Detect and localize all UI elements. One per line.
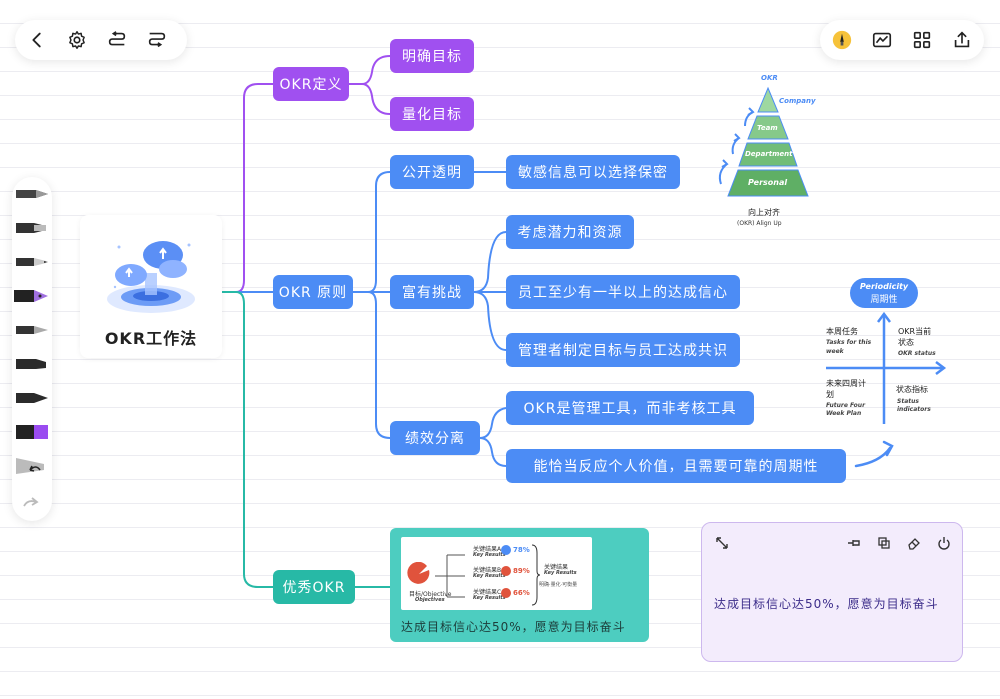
node-quantify-goal[interactable]: 量化目标 xyxy=(390,97,474,131)
quadrant-axes xyxy=(826,311,947,424)
node-open-transparent[interactable]: 公开透明 xyxy=(390,155,474,189)
kr-a-label: 关键结果A xyxy=(473,546,502,553)
kr-b-sub: Key Results xyxy=(473,573,506,579)
q4-en: Status indicators xyxy=(897,398,931,413)
periodicity-title-en: Periodicity xyxy=(859,282,909,291)
fountain-pen-tool-icon[interactable] xyxy=(12,281,52,311)
node-okr-principles[interactable]: OKR 原则 xyxy=(273,275,353,309)
kr-a-pie-icon xyxy=(501,545,511,555)
objective-label: 目标/Objective xyxy=(409,591,452,598)
top-left-toolbar xyxy=(15,20,187,60)
power-icon[interactable] xyxy=(934,533,954,553)
pyramid-title: OKR xyxy=(761,74,778,82)
grid-icon[interactable] xyxy=(902,20,942,60)
kr-c-value: 66% xyxy=(513,589,530,597)
pyramid-level-team: Team xyxy=(757,124,778,132)
kr-b-label: 关键结果B xyxy=(473,567,502,574)
undo-list-icon[interactable] xyxy=(97,20,137,60)
redo-icon[interactable] xyxy=(12,487,52,517)
cloud-illustration-icon xyxy=(107,241,195,313)
summary-label: 关键结果 xyxy=(544,564,569,571)
pyramid-shape xyxy=(718,86,809,197)
q1-en: Tasks for this week xyxy=(826,339,872,355)
excellent-okr-card[interactable]: 目标/Objective Objectives 关键结果A Key Result… xyxy=(390,528,649,642)
kr-a-sub: Key Results xyxy=(473,552,506,558)
node-okr-definition[interactable]: OKR定义 xyxy=(273,67,349,101)
highlighter-tool-icon[interactable] xyxy=(12,349,52,379)
root-node[interactable]: OKR工作法 xyxy=(80,215,222,358)
redo-list-icon[interactable] xyxy=(137,20,177,60)
sticky-note[interactable]: 达成目标信心达50%，愿意为目标奋斗 xyxy=(701,522,963,662)
top-right-toolbar xyxy=(820,20,984,60)
brace-icon xyxy=(531,544,541,606)
nib-pen-tool-icon[interactable] xyxy=(12,315,52,345)
pencil-tool-icon[interactable] xyxy=(12,247,52,277)
q4-cn: 状态指标 xyxy=(896,385,928,394)
card-caption: 达成目标信心达50%，愿意为目标奋斗 xyxy=(401,620,626,634)
eraser-undo-icon[interactable] xyxy=(12,451,52,481)
pyramid-caption-en: (OKR) Align Up xyxy=(737,220,782,227)
node-half-confidence[interactable]: 员工至少有一半以上的达成信心 xyxy=(506,275,740,309)
node-management-tool[interactable]: OKR是管理工具，而非考核工具 xyxy=(506,391,754,425)
periodicity-node[interactable]: Periodicity 周期性 xyxy=(850,278,918,308)
objective-pie-icon xyxy=(407,562,430,584)
copy-icon[interactable] xyxy=(874,533,894,553)
node-excellent-okr[interactable]: 优秀OKR xyxy=(273,570,355,604)
okr-figure: 目标/Objective Objectives 关键结果A Key Result… xyxy=(401,537,592,610)
pyramid-caption-cn: 向上对齐 xyxy=(748,208,780,217)
node-clear-goal[interactable]: 明确目标 xyxy=(390,39,474,73)
gear-icon[interactable] xyxy=(57,20,97,60)
kr-b-pie-icon xyxy=(501,566,511,576)
objective-connectors xyxy=(435,554,465,598)
q2-cn: OKR当前状态 xyxy=(898,327,932,347)
pin-icon[interactable] xyxy=(844,533,864,553)
node-sensitive-info[interactable]: 敏感信息可以选择保密 xyxy=(506,155,680,189)
q3-cn: 未来四周计划 xyxy=(826,379,866,399)
sticky-note-text: 达成目标信心达50%，愿意为目标奋斗 xyxy=(714,597,939,611)
summary-sub: Key Results xyxy=(544,570,577,576)
marker-tool-icon[interactable] xyxy=(12,213,52,243)
node-manager-consensus[interactable]: 管理者制定目标与员工达成共识 xyxy=(506,333,740,367)
node-challenging[interactable]: 富有挑战 xyxy=(390,275,474,309)
objective-sub: Objectives xyxy=(415,597,445,603)
summary-note: 明确·量化·可衡量 xyxy=(539,582,578,588)
kr-c-label: 关键结果C xyxy=(473,589,502,596)
expand-icon[interactable] xyxy=(712,533,732,553)
back-arrow-icon[interactable] xyxy=(17,20,57,60)
q3-en: Future Four Week Plan xyxy=(826,402,866,417)
pyramid-level-personal: Personal xyxy=(748,178,788,187)
kr-a-value: 78% xyxy=(513,546,530,554)
q1-cn: 本周任务 xyxy=(826,327,858,336)
node-performance-separation[interactable]: 绩效分离 xyxy=(390,421,480,455)
eraser-icon[interactable] xyxy=(904,533,924,553)
pyramid-level-department: Department xyxy=(745,150,793,158)
kr-b-value: 89% xyxy=(513,567,530,575)
purple-marker-tool-icon[interactable] xyxy=(12,417,52,447)
node-personal-value[interactable]: 能恰当反应个人价值，且需要可靠的周期性 xyxy=(506,449,846,483)
pen-avatar-icon[interactable] xyxy=(822,20,862,60)
kr-c-sub: Key Results xyxy=(473,595,506,601)
periodicity-title-cn: 周期性 xyxy=(870,295,898,305)
node-potential-resources[interactable]: 考虑潜力和资源 xyxy=(506,215,634,249)
pyramid-level-company: Company xyxy=(779,97,816,105)
okr-pyramid: OKR Company Team Department Personal 向上对… xyxy=(715,70,825,232)
kr-c-pie-icon xyxy=(501,588,511,598)
brush-tool-icon[interactable] xyxy=(12,383,52,413)
share-icon[interactable] xyxy=(942,20,982,60)
pen-tool-icon[interactable] xyxy=(12,179,52,209)
chart-icon[interactable] xyxy=(862,20,902,60)
q2-en: OKR status xyxy=(898,350,936,357)
root-title: OKR工作法 xyxy=(104,329,198,348)
pen-tool-rail xyxy=(12,177,52,521)
